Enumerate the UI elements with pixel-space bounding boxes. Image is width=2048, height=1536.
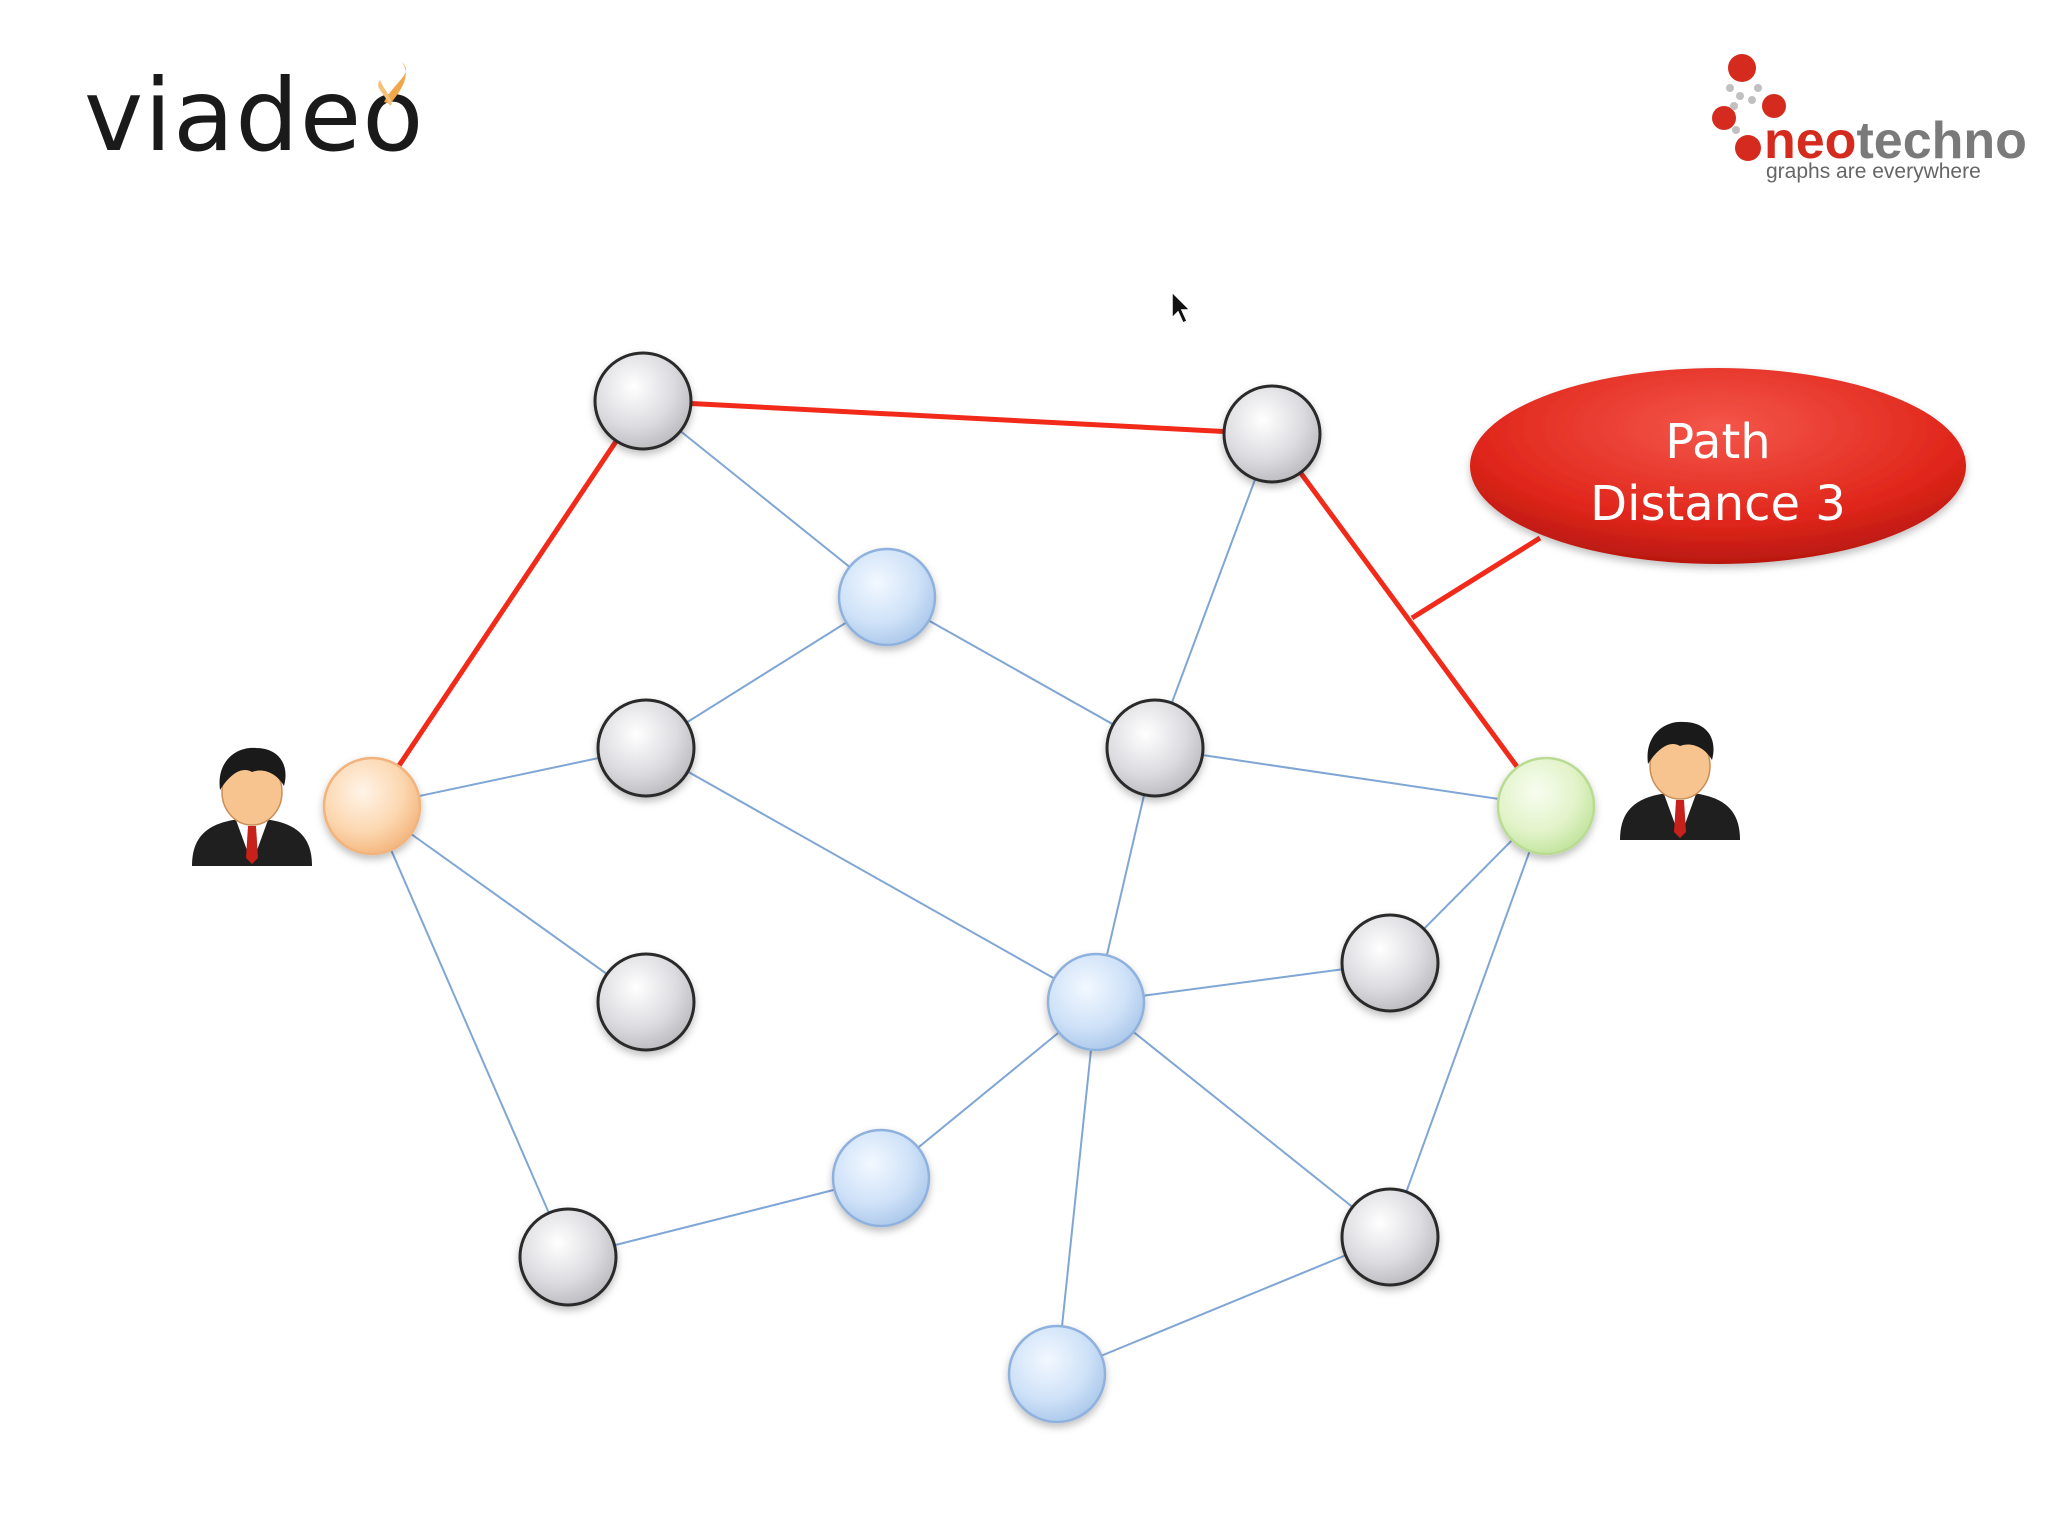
viadeo-logo: viadeo [84,62,424,172]
neo-dot-icon [1728,54,1756,82]
neo-word-neo: neo [1764,112,1856,170]
node-n8 [1340,1187,1440,1287]
node-b1 [837,547,937,647]
node-n2 [1222,384,1322,484]
edge [1056,1001,1097,1375]
node-source [322,756,422,856]
node-target [1496,756,1596,856]
people-layer [192,721,1740,866]
neo-word-technology: technology [1856,112,2030,170]
leaf-small-icon [378,80,392,106]
edge [1095,1001,1391,1238]
node-b3 [831,1128,931,1228]
node-n3 [596,698,696,798]
node-n6 [1340,913,1440,1013]
neo-small-dots-icon [1726,84,1762,134]
edge [1154,433,1273,749]
path-distance-callout: Path Distance 3 [1470,368,1966,564]
edge [1154,747,1547,807]
edge [645,747,1097,1003]
user-target-icon [1620,721,1740,840]
node-n5 [596,952,696,1052]
edge [371,805,569,1258]
mouse-cursor-icon [1171,290,1192,325]
nodes-layer [322,351,1596,1424]
callout-line-1: Path [1665,414,1770,470]
leaf-icon [384,62,406,104]
neo-dot-icon [1762,94,1786,118]
edge [886,596,1156,749]
svg-text:neotechnology: neotechnology [1764,112,2030,170]
neo-dot-icon [1735,135,1761,161]
user-source-icon [192,747,312,866]
callout-pointer-line [1410,535,1542,621]
edge [1056,1236,1391,1375]
node-n7 [518,1207,618,1307]
viadeo-logo-text: viadeo [84,62,424,172]
node-b4 [1007,1324,1107,1424]
neo-tagline: graphs are everywhere [1766,160,1981,183]
neo-dot-icon [1712,106,1736,130]
node-n4 [1105,698,1205,798]
path-edge [369,399,646,808]
node-b2 [1046,952,1146,1052]
path-edge [1269,432,1549,808]
edge [371,805,647,1003]
callout-line-2: Distance 3 [1590,476,1846,532]
edge [642,400,888,598]
node-n1 [593,351,693,451]
callout-bubble [1470,368,1966,564]
edge [567,1177,882,1258]
neotechnology-logo: neotechnology graphs are everywhere [1712,54,2030,183]
callout-pointer [1410,535,1542,621]
path-edge [642,398,1273,437]
edge [1389,805,1547,1238]
